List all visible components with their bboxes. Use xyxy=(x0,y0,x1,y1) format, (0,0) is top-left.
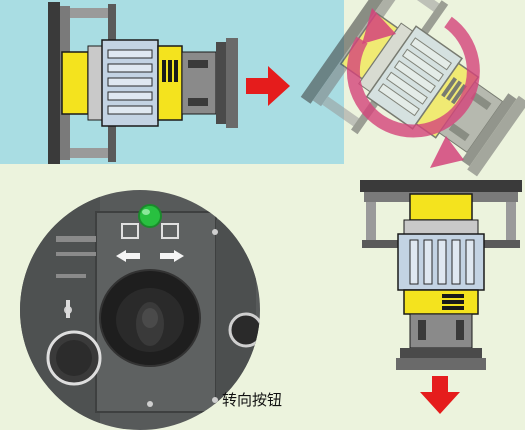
rotate-arrow-icon xyxy=(346,8,480,168)
steering-button-caption: 转向按钮 xyxy=(222,391,283,409)
right-arrow-icon xyxy=(246,66,290,106)
right-arrow-icon xyxy=(160,250,184,262)
machine-facing-down xyxy=(359,179,523,371)
steering-button xyxy=(138,204,162,228)
steering-button-highlight xyxy=(142,209,150,215)
down-arrow-icon xyxy=(420,376,460,414)
left-arrow-icon xyxy=(116,250,140,262)
